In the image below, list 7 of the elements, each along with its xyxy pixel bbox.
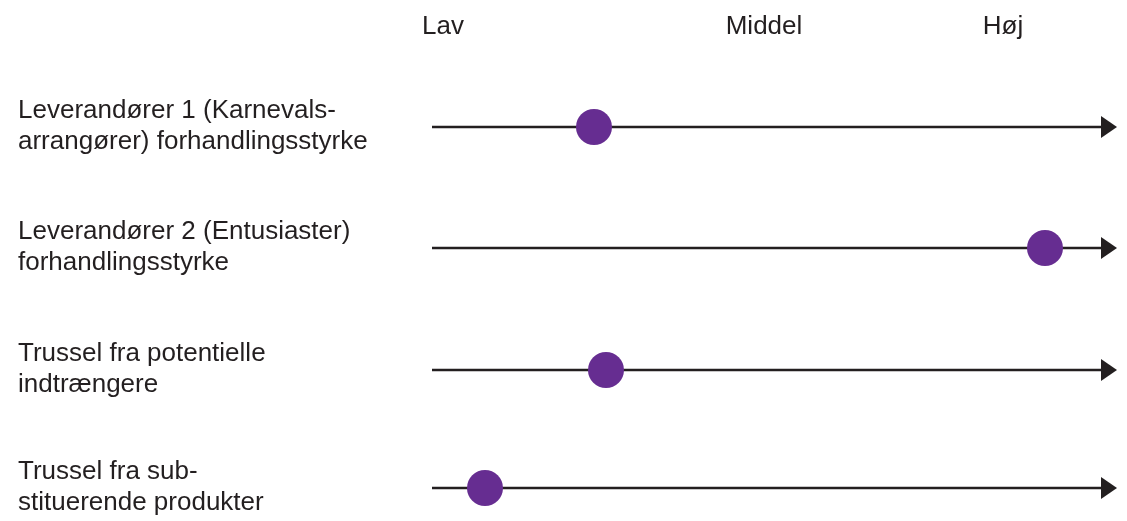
row-label: Leverandører 2 (Entusiaster) forhandlingsstyrke [18, 215, 352, 277]
row-label: Trussel fra potentielle indtrængere [18, 337, 267, 399]
row-label: Leverandører 1 (Karnevals-arrangører) forhandlingsstyrke [18, 94, 369, 156]
row-label: Trussel fra sub-stituerende produkter [18, 455, 265, 517]
scale-label: Middel [725, 10, 803, 41]
scale-label: Høj [982, 10, 1024, 41]
scale-label: Lav [422, 10, 464, 41]
